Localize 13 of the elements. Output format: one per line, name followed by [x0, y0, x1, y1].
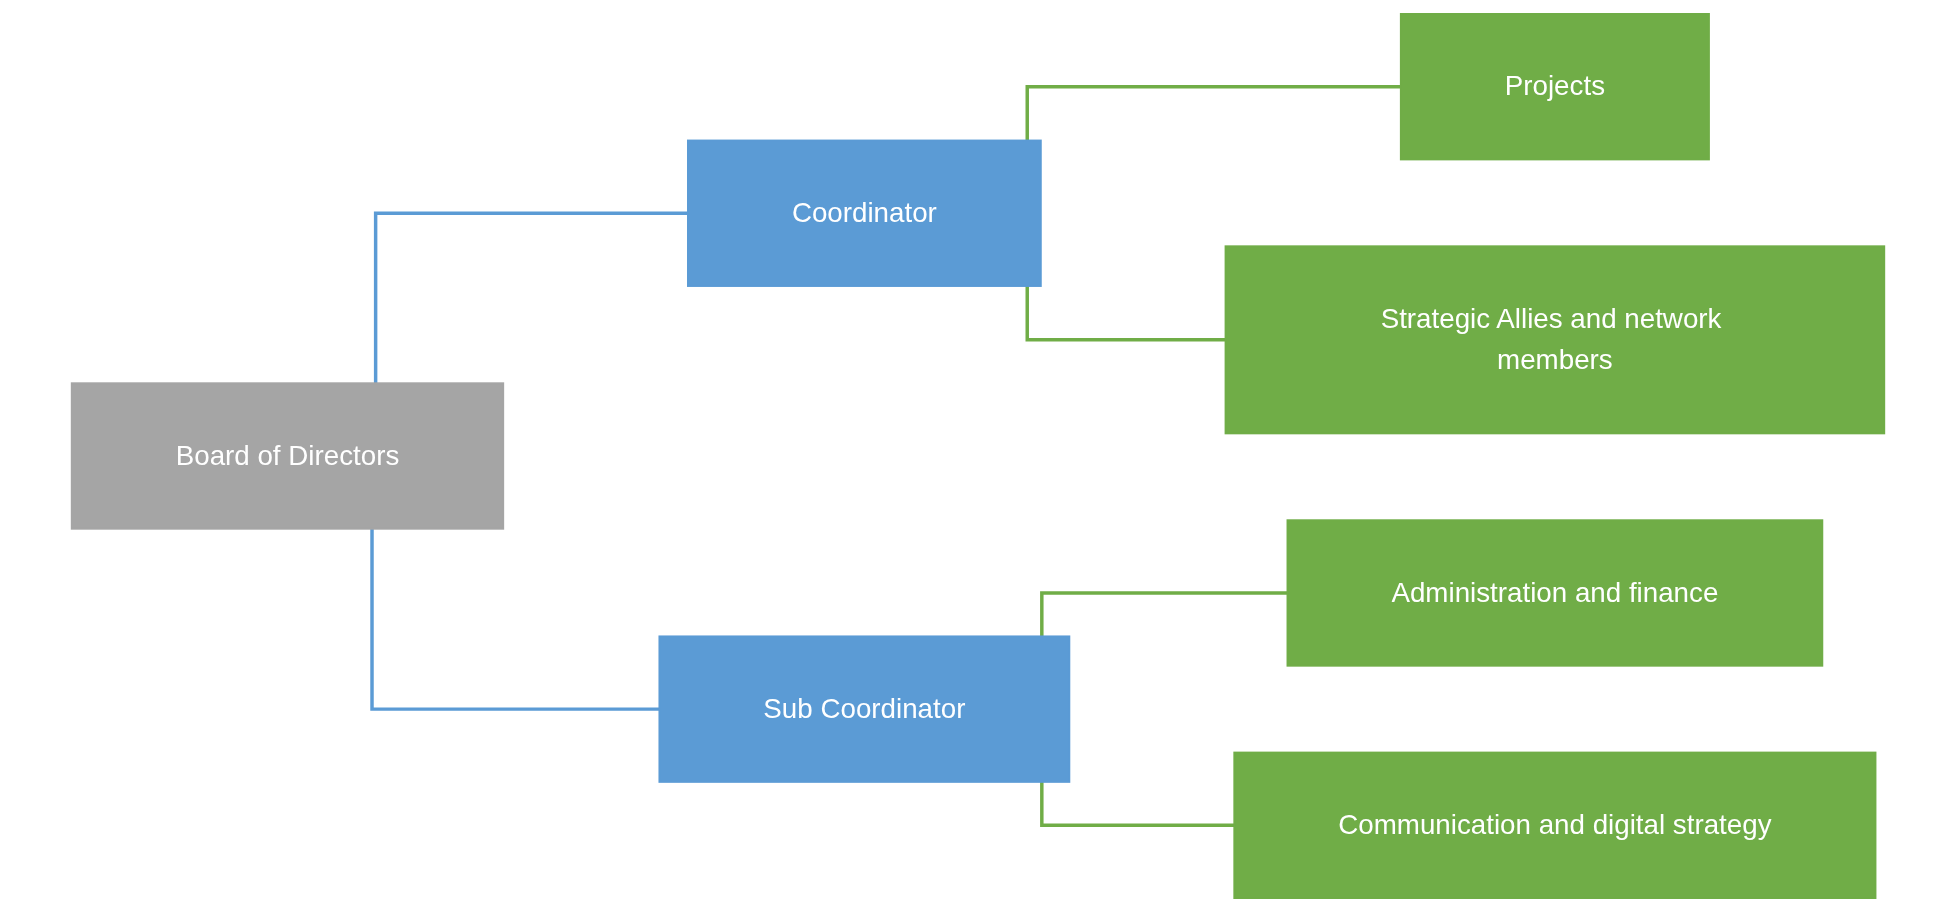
node-box: Projects: [1399, 13, 1710, 161]
connector: [1025, 286, 1226, 342]
node-box: Coordinator: [687, 139, 1042, 287]
connector: [370, 528, 660, 711]
node-box: Communication and digital strategy: [1233, 751, 1877, 899]
connector: [373, 211, 688, 384]
node-box: Sub Coordinator: [658, 635, 1071, 783]
connector: [1040, 591, 1288, 637]
node-box: Strategic Allies and network members: [1224, 245, 1886, 435]
node-box: Administration and finance: [1286, 519, 1824, 667]
connector: [1025, 84, 1401, 141]
connector: [1040, 781, 1235, 828]
node-box: Board of Directors: [70, 382, 505, 530]
